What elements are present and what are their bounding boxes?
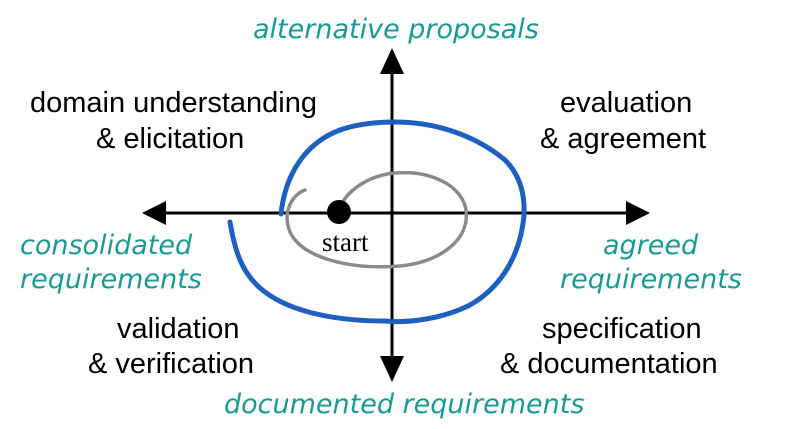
right-arrowhead (626, 201, 650, 225)
quadrant-bottom-left-line1: validation (117, 313, 240, 345)
outer-spiral (227, 119, 527, 325)
axis-label-left-line1: consolidated (20, 230, 193, 261)
bottom-arrowhead (380, 356, 404, 382)
axis-label-right-line2: requirements (560, 264, 742, 295)
quadrant-bottom-left-line2: & verification (88, 348, 254, 380)
axis-label-bottom: documented requirements (224, 389, 584, 420)
start-dot (327, 200, 351, 224)
axis-label-right-line1: agreed (603, 230, 699, 261)
start-label: start (322, 227, 369, 257)
quadrant-bottom-right-line2: & documentation (500, 348, 718, 380)
top-arrowhead (380, 48, 404, 74)
left-arrowhead (142, 201, 166, 225)
quadrant-bottom-right-line1: specification (542, 313, 702, 345)
quadrant-top-left-line2: & elicitation (96, 123, 244, 155)
inner-spiral (285, 170, 469, 269)
quadrant-top-right-line2: & agreement (540, 123, 706, 155)
quadrant-top-right-line1: evaluation (560, 87, 692, 119)
quadrant-top-left-line1: domain understanding (30, 87, 317, 119)
axis-label-top: alternative proposals (253, 14, 539, 45)
axis-label-left-line2: requirements (20, 264, 202, 295)
